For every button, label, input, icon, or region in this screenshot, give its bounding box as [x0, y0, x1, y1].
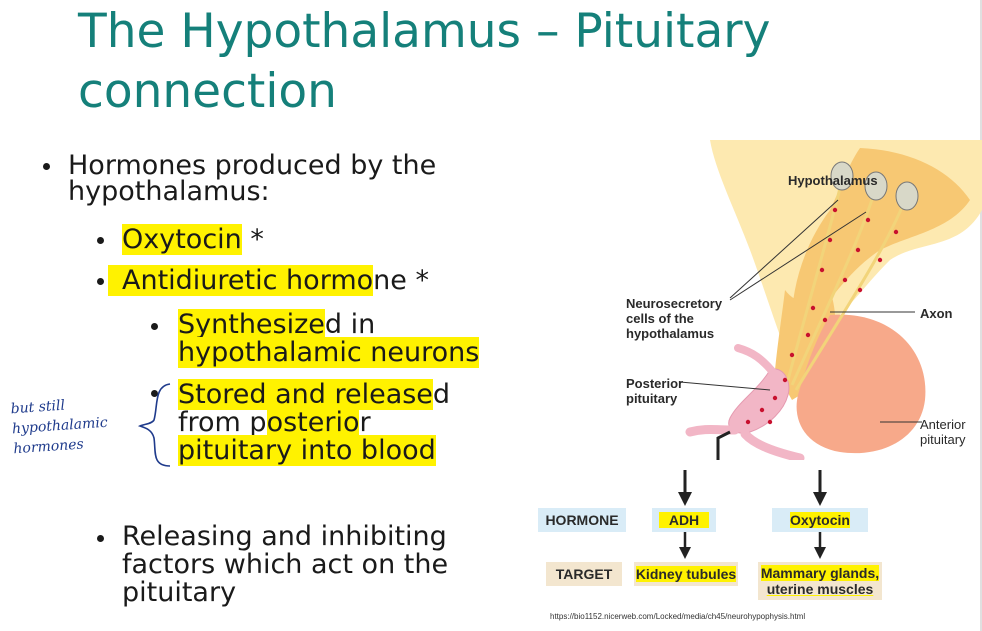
bullet-text: pituitary: [122, 577, 237, 608]
label-axon: Axon: [920, 306, 953, 321]
bullet-text: r: [359, 407, 371, 438]
label-hypothalamus: Hypothalamus: [788, 173, 878, 188]
leader-line: [679, 381, 771, 391]
highlight: pituitary into blood: [178, 435, 436, 466]
bullet-text: d: [432, 379, 451, 410]
arrow-head-icon: [813, 492, 827, 506]
bullet-oxytocin: Oxytocin *: [122, 224, 264, 255]
label-line: Anterior: [920, 417, 966, 432]
bullet-hormones-produced: Hormones produced by the hypothalamus:: [68, 151, 436, 206]
arrow-head-icon: [679, 547, 691, 559]
label-line: uterine muscles: [766, 581, 874, 597]
axon-path: [794, 199, 907, 391]
label-line: Neurosecretory: [626, 296, 723, 311]
gland-illustration: [679, 140, 982, 460]
bullet-releasing-factors: Releasing and inhibiting factors which a…: [122, 522, 448, 607]
highlight: Kidney tubules: [635, 566, 737, 582]
axon-path: [790, 189, 877, 386]
highlight: Oxytocin: [790, 512, 850, 528]
label-line: cells of the: [626, 311, 694, 326]
bullet-text: ne *: [373, 265, 429, 296]
highlight: hypothalamic neurons: [178, 337, 480, 368]
label-neurosecretory: Neurosecretory cells of the hypothalamus: [626, 296, 722, 341]
brace-icon: [137, 383, 171, 467]
flow-arrows: [678, 470, 827, 559]
neurohypophysis-diagram: Hypothalamus Neurosecretory cells of the…: [530, 140, 982, 631]
bullet-dot: [43, 163, 50, 170]
bullet-list: Hormones produced by the hypothalamus: O…: [43, 151, 480, 607]
label-line: hypothalamus: [626, 326, 715, 341]
source-url: https://bio1152.nicerweb.com/Locked/medi…: [550, 612, 806, 621]
bullet-dot: [151, 323, 158, 330]
label-line: pituitary: [920, 432, 966, 447]
slide-title: The Hypothalamus – Pituitary connection: [78, 2, 958, 122]
bullet-dot: [97, 237, 104, 244]
hormone-header: HORMONE: [538, 508, 626, 532]
target-header: TARGET: [546, 562, 622, 586]
axon-path: [786, 179, 844, 381]
arrow-head-icon: [678, 492, 692, 506]
highlight: Synthesize: [178, 309, 325, 340]
bullet-text: from p: [178, 407, 267, 438]
bullet-text: hypothalamus:: [68, 176, 270, 207]
label-line: Posterior: [626, 376, 684, 391]
label-line: pituitary: [626, 391, 678, 406]
neuron-cell: [830, 161, 854, 191]
oxytocin-box: Oxytocin: [772, 508, 868, 532]
bullet-dot: [97, 535, 104, 542]
hypothalamus-core: [791, 148, 970, 345]
bullet-dot: [151, 390, 158, 397]
branch-arrow: [716, 430, 731, 460]
anterior-pituitary-shape: [796, 314, 926, 454]
label-anterior: Anterior pituitary: [920, 417, 966, 447]
bullet-text: Antidiuretic hormo: [122, 265, 374, 296]
blood-vessel: [734, 344, 780, 380]
leader-line: [729, 211, 867, 301]
highlight: Antidiuretic hormo: [108, 265, 374, 296]
leader-line: [729, 199, 839, 299]
slide-edge: [980, 0, 982, 631]
highlight: ADH: [658, 512, 710, 528]
blood-vessel: [685, 425, 805, 460]
bullet-text: *: [241, 224, 264, 255]
subbullet-synthesized: Synthesized in hypothalamic neurons: [178, 309, 480, 368]
handwritten-note: but still hypothalamic hormones: [10, 393, 110, 460]
highlight: osterio: [266, 407, 360, 438]
kidney-box: Kidney tubules: [634, 562, 738, 586]
hormone-granules: [745, 207, 899, 425]
arrow-head-icon: [814, 547, 826, 559]
neuron-cell: [864, 171, 888, 201]
subbullet-stored: Stored and released from posterior pitui…: [178, 379, 451, 466]
highlight: Mammary glands,: [760, 565, 880, 581]
mammary-box: Mammary glands, uterine muscles: [758, 562, 882, 600]
highlight: Stored and release: [178, 379, 433, 410]
bullet-text: Releasing and inhibiting: [122, 521, 447, 552]
posterior-pituitary-shape: [728, 368, 790, 434]
highlight: Oxytocin: [122, 224, 242, 255]
title-line-1: The Hypothalamus – Pituitary: [78, 4, 771, 59]
neuron-cell: [895, 181, 919, 211]
adh-box: ADH: [652, 508, 716, 532]
label-posterior: Posterior pituitary: [626, 376, 683, 406]
title-line-2: connection: [78, 64, 337, 119]
bullet-adh: Antidiuretic hormone *: [108, 265, 429, 296]
bullet-text: Hormones produced by the: [68, 150, 437, 181]
bullet-dot: [97, 278, 104, 285]
bullet-text: d in: [324, 309, 376, 340]
bullet-text: factors which act on the: [122, 549, 449, 580]
